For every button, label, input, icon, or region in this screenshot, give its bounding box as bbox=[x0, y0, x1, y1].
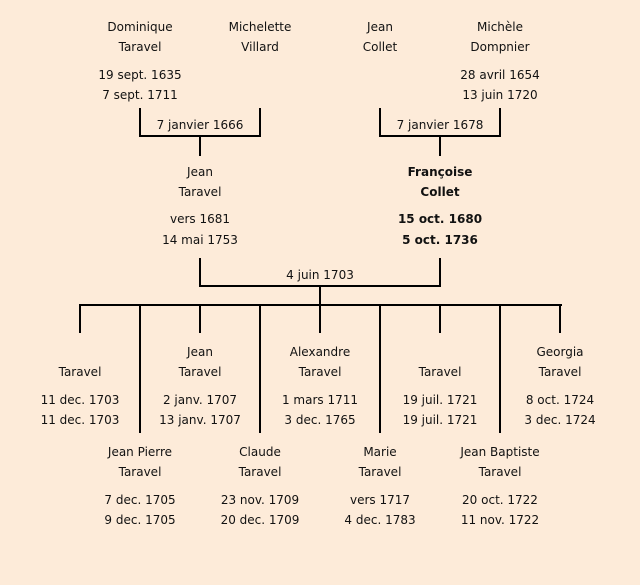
birth-date: 15 oct. 1680 bbox=[397, 212, 483, 226]
birth-date: 23 nov. 1709 bbox=[220, 493, 300, 507]
line bbox=[139, 305, 141, 433]
first-name: Jean Baptiste bbox=[460, 445, 540, 459]
line bbox=[319, 305, 321, 333]
death-date: 7 sept. 1711 bbox=[102, 88, 178, 102]
birth-date: 28 avril 1654 bbox=[460, 68, 540, 82]
birth-date: 19 sept. 1635 bbox=[98, 68, 182, 82]
death-date: 11 dec. 1703 bbox=[40, 413, 120, 427]
death-date: 20 dec. 1709 bbox=[220, 513, 300, 527]
last-name: Taravel bbox=[118, 465, 162, 479]
birth-date: vers 1681 bbox=[169, 212, 231, 226]
last-name: Taravel bbox=[418, 365, 462, 379]
line bbox=[199, 258, 201, 287]
line bbox=[319, 286, 321, 305]
birth-date: 11 dec. 1703 bbox=[40, 393, 120, 407]
birth-date: 7 dec. 1705 bbox=[104, 493, 176, 507]
line bbox=[439, 305, 441, 333]
last-name: Dompnier bbox=[470, 40, 530, 54]
first-name: Jean bbox=[367, 20, 393, 34]
birth-date: 19 juil. 1721 bbox=[402, 393, 478, 407]
line bbox=[79, 305, 81, 333]
last-name: Taravel bbox=[478, 465, 522, 479]
last-name: Collet bbox=[362, 40, 398, 54]
line bbox=[439, 136, 441, 156]
death-date: 13 juin 1720 bbox=[462, 88, 538, 102]
last-name: Villard bbox=[241, 40, 279, 54]
first-name: Jean bbox=[187, 165, 213, 179]
first-name: Michèle bbox=[477, 20, 523, 34]
death-date: 4 dec. 1783 bbox=[344, 513, 416, 527]
first-name: Jean bbox=[187, 345, 213, 359]
birth-date: 1 mars 1711 bbox=[281, 393, 359, 407]
last-name: Taravel bbox=[358, 465, 402, 479]
death-date: 19 juil. 1721 bbox=[402, 413, 478, 427]
death-date: 13 janv. 1707 bbox=[159, 413, 241, 427]
line bbox=[559, 305, 561, 333]
last-name: Taravel bbox=[238, 465, 282, 479]
line bbox=[379, 305, 381, 433]
birth-date: vers 1717 bbox=[349, 493, 411, 507]
marriage-date: 7 janvier 1666 bbox=[156, 118, 244, 132]
first-name: Michelette bbox=[228, 20, 292, 34]
death-date: 3 dec. 1724 bbox=[524, 413, 596, 427]
birth-date: 8 oct. 1724 bbox=[525, 393, 595, 407]
last-name: Taravel bbox=[178, 365, 222, 379]
last-name: Taravel bbox=[298, 365, 342, 379]
last-name: Taravel bbox=[58, 365, 102, 379]
death-date: 3 dec. 1765 bbox=[284, 413, 356, 427]
line bbox=[199, 305, 201, 333]
death-date: 9 dec. 1705 bbox=[104, 513, 176, 527]
birth-date: 2 janv. 1707 bbox=[162, 393, 238, 407]
birth-date: 20 oct. 1722 bbox=[462, 493, 538, 507]
first-name: Georgia bbox=[536, 345, 584, 359]
death-date: 14 mai 1753 bbox=[162, 233, 238, 247]
line bbox=[379, 108, 381, 137]
line bbox=[259, 305, 261, 433]
line bbox=[499, 305, 501, 433]
last-name: Collet bbox=[420, 185, 460, 199]
first-name: Françoise bbox=[407, 165, 473, 179]
line bbox=[439, 258, 441, 287]
line bbox=[139, 108, 141, 137]
marriage-date: 4 juin 1703 bbox=[286, 268, 354, 282]
first-name: Jean Pierre bbox=[107, 445, 173, 459]
line bbox=[199, 136, 201, 156]
death-date: 5 oct. 1736 bbox=[402, 233, 478, 247]
last-name: Taravel bbox=[118, 40, 162, 54]
first-name: Claude bbox=[239, 445, 281, 459]
death-date: 11 nov. 1722 bbox=[460, 513, 540, 527]
last-name: Taravel bbox=[178, 185, 222, 199]
line bbox=[259, 108, 261, 137]
first-name: Alexandre bbox=[289, 345, 351, 359]
marriage-date: 7 janvier 1678 bbox=[396, 118, 484, 132]
line bbox=[499, 108, 501, 137]
first-name: Marie bbox=[363, 445, 397, 459]
first-name: Dominique bbox=[107, 20, 173, 34]
last-name: Taravel bbox=[538, 365, 582, 379]
